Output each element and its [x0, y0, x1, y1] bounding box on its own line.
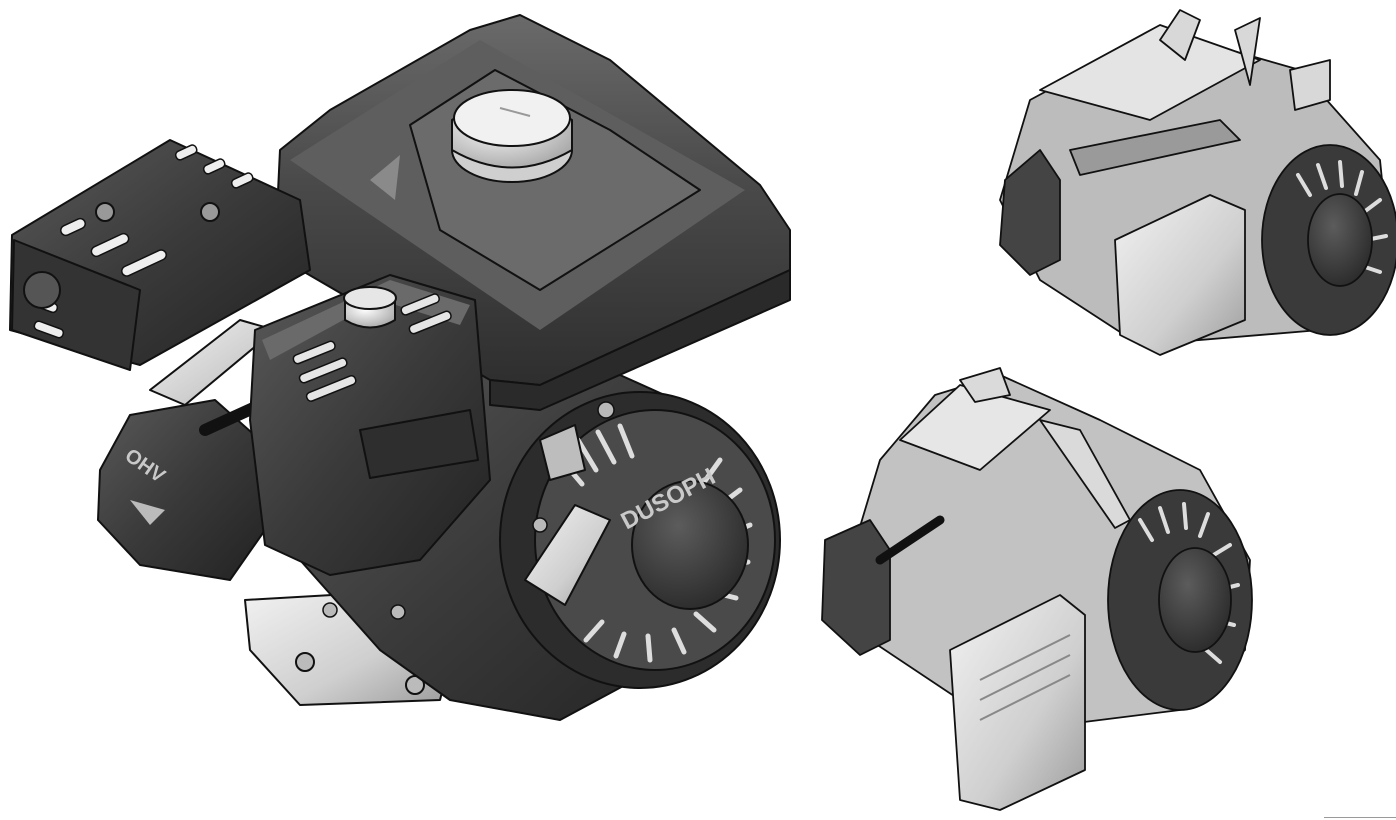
recoil-starter: DUSOPH: [499, 391, 781, 689]
fuel-cap: [451, 89, 573, 183]
fuel-tank-rear-top: [1114, 194, 1246, 356]
engine-rear-top-view: [999, 9, 1396, 356]
main-engine-view: DUSOPH: [9, 14, 791, 721]
fuel-line-rear-low: [875, 515, 945, 565]
valve-cover: [249, 274, 491, 576]
muffler-heat-shield: [9, 139, 311, 371]
starter-handle: [524, 424, 611, 606]
air-cleaner-rear-low: [821, 519, 891, 656]
linkage-rear-top: [1159, 9, 1331, 111]
cover-vent-slots: [292, 293, 452, 402]
air-cleaner-rear-top: [999, 149, 1061, 276]
fuel-tank-rear-low: [949, 594, 1086, 811]
air-cleaner: OHV: [97, 399, 266, 581]
engine-rear-low-view: [821, 367, 1253, 811]
engine-bolts: [322, 401, 615, 620]
heat-shield-slots: [29, 144, 254, 339]
corner-rule: [1324, 817, 1396, 818]
